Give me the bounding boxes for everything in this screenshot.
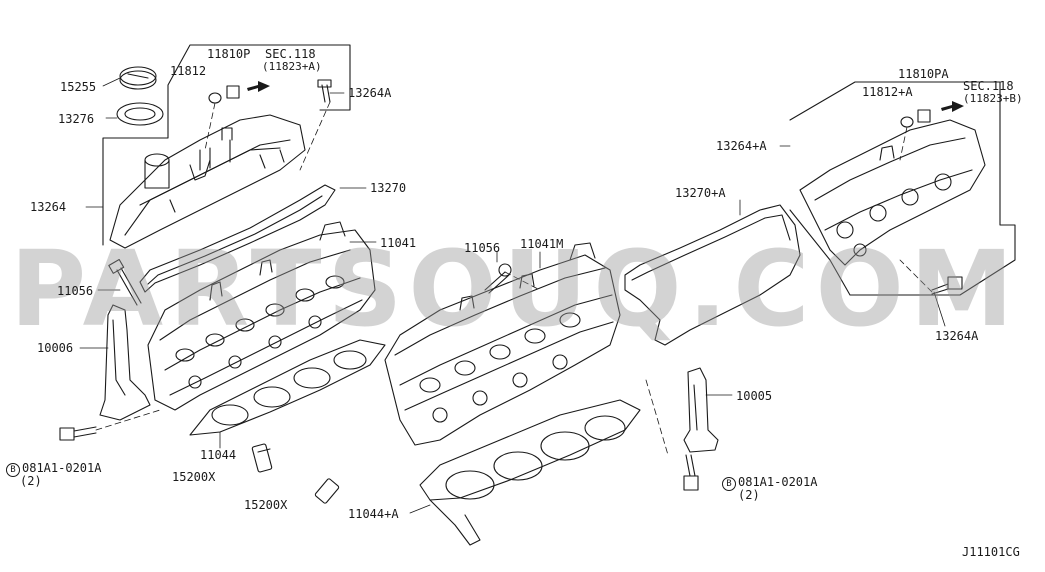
cap-icon bbox=[102, 66, 157, 90]
label-sec118-right: SEC.118 bbox=[963, 79, 1014, 93]
bracket-icon bbox=[99, 304, 151, 421]
arrow-right-icon bbox=[247, 81, 964, 112]
label-10006: 10006 bbox=[37, 341, 74, 355]
label-11810pa: 11810PA bbox=[898, 67, 949, 81]
sensor-icon bbox=[314, 478, 340, 504]
left-cylinder-head bbox=[147, 221, 376, 411]
label-ref-11823a: (11823+A) bbox=[262, 60, 322, 73]
label-11044a: 11044+A bbox=[348, 507, 399, 521]
right-cover-group-outline bbox=[789, 81, 1016, 296]
badge-b-icon: B bbox=[722, 477, 736, 491]
label-11812: 11812 bbox=[170, 64, 207, 78]
label-11812a: 11812+A bbox=[862, 85, 913, 99]
left-rocker-cover bbox=[109, 114, 306, 249]
label-bolt-left-qty: (2) bbox=[20, 474, 42, 488]
label-ref-11823b: (11823+B) bbox=[963, 92, 1023, 105]
label-11056-mid: 11056 bbox=[464, 241, 501, 255]
left-cover-group-outline bbox=[102, 44, 351, 246]
label-11041m: 11041M bbox=[520, 237, 564, 251]
label-13264a-right: 13264A bbox=[935, 329, 979, 343]
bolt-left-code: 081A1-0201A bbox=[22, 461, 102, 475]
label-15255: 15255 bbox=[60, 80, 97, 94]
label-13276: 13276 bbox=[58, 112, 95, 126]
gasket-icon bbox=[624, 204, 801, 346]
label-bolt-right-qty: (2) bbox=[738, 488, 760, 502]
label-13264: 13264 bbox=[30, 200, 67, 214]
bolt-icon bbox=[59, 426, 97, 441]
right-rocker-cover bbox=[799, 119, 986, 266]
label-13270: 13270 bbox=[370, 181, 407, 195]
label-15200x-1: 15200X bbox=[172, 470, 216, 484]
seal-ring-icon bbox=[105, 102, 164, 126]
gasket-icon bbox=[139, 184, 336, 293]
bolt-right-code: 081A1-0201A bbox=[738, 475, 818, 489]
label-11044: 11044 bbox=[200, 448, 237, 462]
label-sec118-left: SEC.118 bbox=[265, 47, 316, 61]
diagram-code: J11101CG bbox=[962, 545, 1020, 559]
bracket-icon bbox=[683, 367, 719, 453]
label-13264a-top: 13264A bbox=[348, 86, 392, 100]
label-11056-left: 11056 bbox=[57, 284, 94, 298]
badge-b-icon: B bbox=[6, 463, 20, 477]
label-11041: 11041 bbox=[380, 236, 417, 250]
left-head-gasket bbox=[189, 339, 386, 436]
bolt-icon bbox=[484, 263, 512, 294]
bolt-icon bbox=[683, 454, 699, 491]
bolt-icon bbox=[317, 79, 332, 103]
bolt-icon bbox=[931, 276, 963, 295]
center-cylinder-head bbox=[384, 242, 621, 446]
center-head-gasket bbox=[419, 399, 641, 546]
label-10005: 10005 bbox=[736, 389, 773, 403]
label-13264plus-a: 13264+A bbox=[716, 139, 767, 153]
label-11810p: 11810P bbox=[207, 47, 251, 61]
label-13270a: 13270+A bbox=[675, 186, 726, 200]
sensor-icon bbox=[251, 443, 273, 473]
label-15200x-2: 15200X bbox=[244, 498, 288, 512]
bolt-icon bbox=[108, 258, 142, 306]
